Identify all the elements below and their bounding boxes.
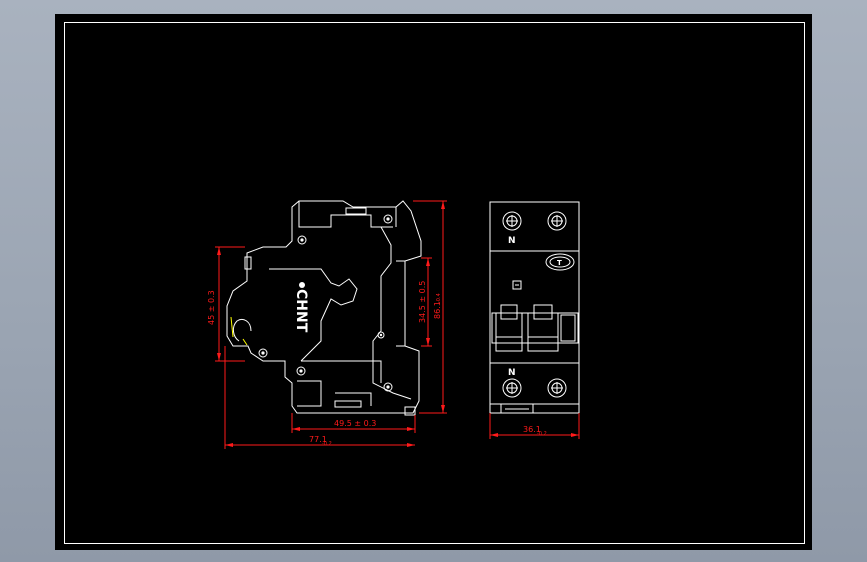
toggle-lever xyxy=(491,304,579,352)
terminal-screw-icon xyxy=(502,378,567,398)
terminal-label-bottom: N xyxy=(508,368,516,378)
dim-height-overall-tol: -0.4 xyxy=(436,293,442,303)
test-button: T xyxy=(545,253,575,271)
dim-width-overall: 77.1 xyxy=(309,435,327,444)
brand-logo: CHNT xyxy=(293,289,309,333)
dim-height-left: 45 ± 0.3 xyxy=(207,290,216,325)
cad-drawing: CHNT 45 ± 0.3 34.5 ± 0.5 86.1 xyxy=(64,22,805,544)
test-button-label: T xyxy=(557,259,562,267)
cad-viewport[interactable]: CHNT 45 ± 0.3 34.5 ± 0.5 86.1 xyxy=(55,14,812,550)
front-view-dimensions: 36.1 -0.2 xyxy=(489,413,580,439)
dim-height-overall: 86.1 xyxy=(433,301,442,319)
screw-icon xyxy=(258,214,393,392)
sheet-border xyxy=(64,22,805,544)
terminal-screw-icon xyxy=(502,211,567,231)
indicator-window xyxy=(512,280,522,290)
dim-width-mounting: 49.5 ± 0.3 xyxy=(334,419,376,428)
dim-height-rail: 34.5 ± 0.5 xyxy=(418,281,427,323)
dim-width-overall-tol: -0.2 xyxy=(322,441,332,447)
terminal-label-top: N xyxy=(508,236,516,246)
side-view: CHNT xyxy=(226,200,422,416)
front-view: N T xyxy=(489,201,580,414)
dim-front-width-tol: -0.2 xyxy=(537,431,547,437)
dim-front-width: 36.1 xyxy=(523,425,541,434)
side-view-dimensions: 45 ± 0.3 34.5 ± 0.5 86.1 -0.4 49.5 ± 0.3 xyxy=(207,200,447,449)
